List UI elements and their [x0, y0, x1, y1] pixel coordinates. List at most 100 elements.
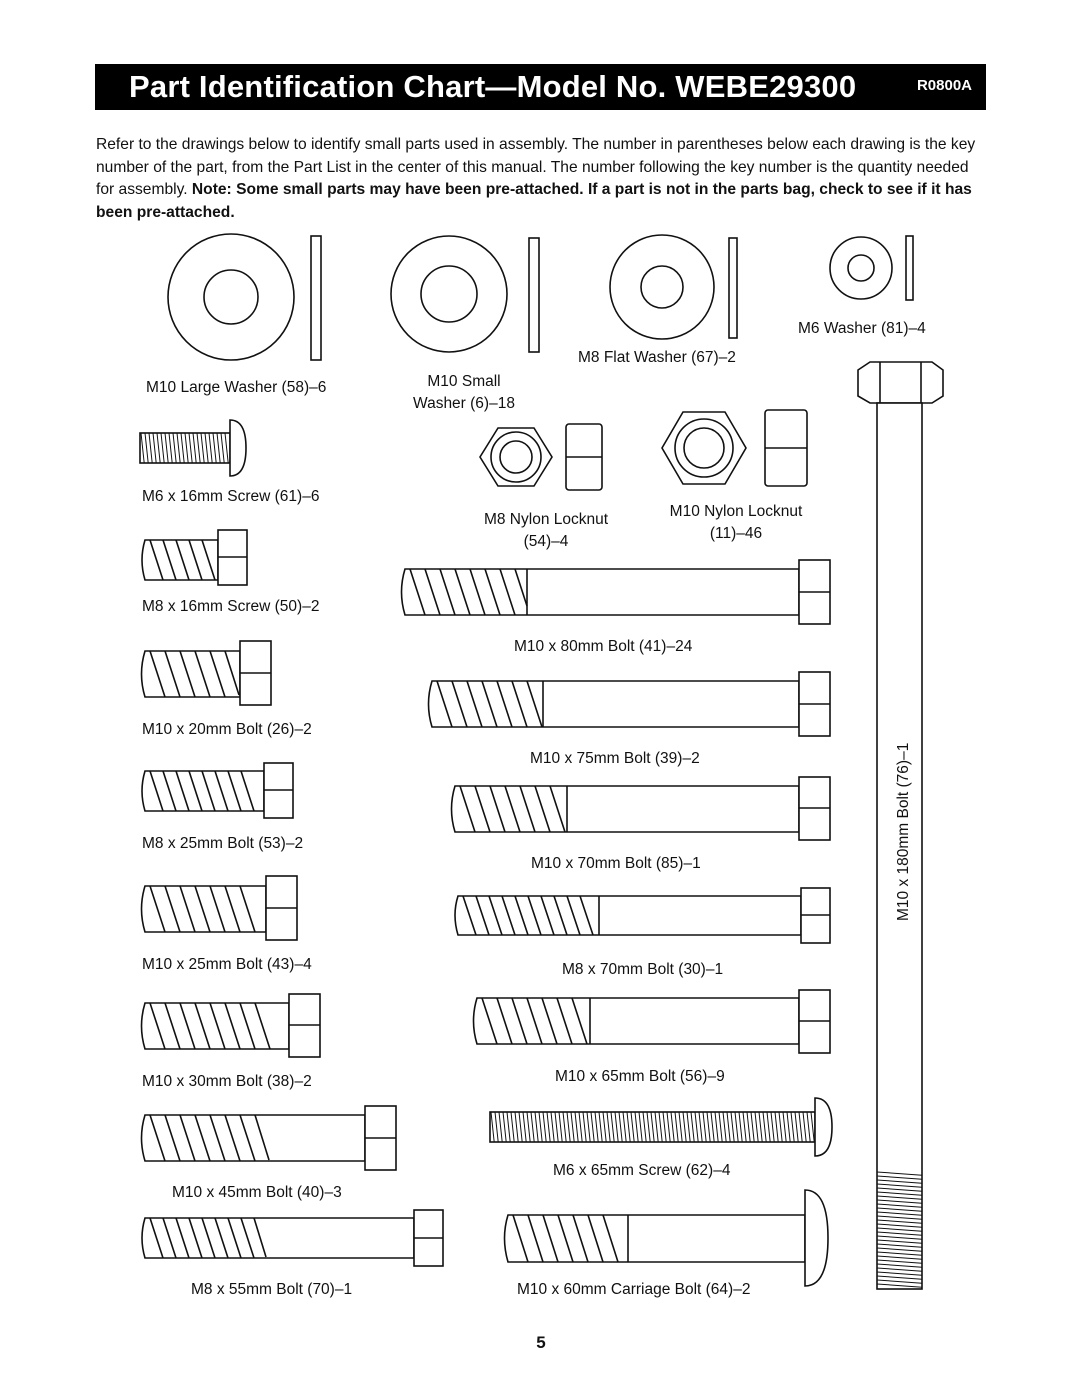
- m8-25mm-bolt-drawing: [141, 762, 294, 819]
- thread-line: [622, 1111, 627, 1143]
- m8-flat-washer-label: M8 Flat Washer (67)–2: [578, 349, 736, 366]
- m10-small-washer-drawing: [390, 235, 540, 353]
- thread-line: [876, 1183, 923, 1188]
- m10-20mm-bolt-drawing: [140, 640, 272, 706]
- thread-line: [200, 432, 205, 464]
- m10-30mm-bolt-label: M10 x 30mm Bolt (38)–2: [142, 1073, 312, 1090]
- thread-line: [778, 1111, 783, 1143]
- thread-line: [790, 1111, 795, 1143]
- thread-line: [774, 1111, 779, 1143]
- thread-line: [738, 1111, 743, 1143]
- thread-line: [634, 1111, 639, 1143]
- thread-line: [682, 1111, 687, 1143]
- thread-line: [876, 1243, 923, 1248]
- thread-line: [518, 1111, 523, 1143]
- thread-line: [208, 432, 213, 464]
- m10-65mm-bolt-label: M10 x 65mm Bolt (56)–9: [555, 1068, 725, 1085]
- thread-line: [730, 1111, 735, 1143]
- thread-line: [196, 432, 201, 464]
- title-banner: Part Identification Chart—Model No. WEBE…: [95, 64, 986, 110]
- thread-line: [876, 1255, 923, 1260]
- thread-line: [794, 1111, 799, 1143]
- m8-16mm-screw-label: M8 x 16mm Screw (50)–2: [142, 598, 320, 615]
- thread-line: [502, 1111, 507, 1143]
- thread-line: [876, 1171, 923, 1176]
- m10-nylon-locknut-label-line1: M10 Nylon Locknut: [669, 503, 803, 520]
- thread-line: [876, 1223, 923, 1228]
- thread-line: [566, 1111, 571, 1143]
- thread-line: [176, 432, 181, 464]
- thread-line: [710, 1111, 715, 1143]
- thread-line: [810, 1111, 815, 1143]
- thread-line: [140, 432, 145, 464]
- m10-large-washer-drawing: [167, 233, 322, 361]
- thread-line: [554, 1111, 559, 1143]
- thread-line: [180, 432, 185, 464]
- thread-line: [204, 432, 209, 464]
- thread-line: [786, 1111, 791, 1143]
- m10-25mm-bolt-label: M10 x 25mm Bolt (43)–4: [142, 956, 312, 973]
- thread-line: [876, 1199, 923, 1204]
- thread-line: [876, 1239, 923, 1244]
- thread-line: [582, 1111, 587, 1143]
- thread-line: [876, 1219, 923, 1224]
- thread-line: [550, 1111, 555, 1143]
- thread-line: [690, 1111, 695, 1143]
- thread-line: [766, 1111, 771, 1143]
- thread-line: [510, 1111, 515, 1143]
- thread-line: [722, 1111, 727, 1143]
- thread-line: [168, 432, 173, 464]
- thread-line: [530, 1111, 535, 1143]
- m10-20mm-bolt-label: M10 x 20mm Bolt (26)–2: [142, 721, 312, 738]
- thread-line: [876, 1203, 923, 1208]
- m10-65mm-bolt-drawing: [472, 989, 831, 1054]
- thread-line: [144, 432, 149, 464]
- m8-70mm-bolt-drawing: [454, 887, 831, 944]
- thread-line: [570, 1111, 575, 1143]
- m10-60mm-carriage-bolt-label: M10 x 60mm Carriage Bolt (64)–2: [517, 1281, 751, 1298]
- thread-line: [638, 1111, 643, 1143]
- thread-line: [626, 1111, 631, 1143]
- thread-line: [152, 432, 157, 464]
- thread-line: [876, 1267, 923, 1272]
- thread-line: [746, 1111, 751, 1143]
- thread-line: [876, 1211, 923, 1216]
- thread-line: [498, 1111, 503, 1143]
- thread-line: [188, 432, 193, 464]
- thread-line: [782, 1111, 787, 1143]
- intro-note: Note: Some small parts may have been pre…: [96, 181, 972, 221]
- thread-line: [606, 1111, 611, 1143]
- thread-line: [876, 1195, 923, 1200]
- thread-line: [876, 1271, 923, 1276]
- m8-16mm-screw-drawing: [141, 529, 248, 586]
- m6-washer-label: M6 Washer (81)–4: [798, 320, 926, 337]
- thread-line: [610, 1111, 615, 1143]
- thread-line: [598, 1111, 603, 1143]
- thread-line: [574, 1111, 579, 1143]
- m8-nylon-locknut-label-line1: M8 Nylon Locknut: [483, 511, 609, 528]
- m8-nylon-locknut-drawing: [479, 423, 603, 491]
- thread-line: [220, 432, 225, 464]
- thread-line: [546, 1111, 551, 1143]
- thread-line: [148, 432, 153, 464]
- document-code: R0800A: [916, 77, 972, 94]
- thread-line: [876, 1215, 923, 1220]
- thread-line: [526, 1111, 531, 1143]
- m6-washer-drawing: [829, 235, 914, 301]
- thread-line: [160, 432, 165, 464]
- thread-line: [754, 1111, 759, 1143]
- m10-70mm-bolt-label: M10 x 70mm Bolt (85)–1: [531, 855, 701, 872]
- thread-line: [694, 1111, 699, 1143]
- intro-paragraph: Refer to the drawings below to identify …: [96, 134, 976, 224]
- m10-large-washer-label: M10 Large Washer (58)–6: [146, 379, 327, 396]
- m8-flat-washer-drawing: [609, 234, 738, 340]
- thread-line: [654, 1111, 659, 1143]
- thread-line: [876, 1207, 923, 1212]
- m10-180mm-bolt-drawing: [857, 361, 944, 1290]
- thread-line: [646, 1111, 651, 1143]
- thread-line: [714, 1111, 719, 1143]
- thread-line: [494, 1111, 499, 1143]
- page-number: 5: [536, 1333, 546, 1352]
- thread-line: [734, 1111, 739, 1143]
- thread-line: [876, 1263, 923, 1268]
